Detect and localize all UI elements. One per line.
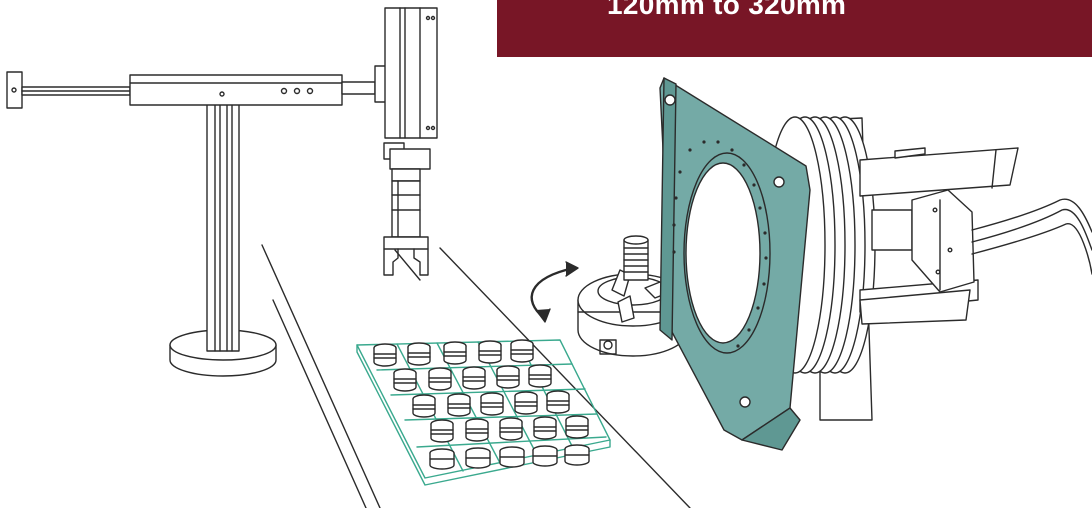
robot-arm xyxy=(6,65,408,109)
vertical-slide xyxy=(384,7,438,139)
tray-parts xyxy=(373,339,590,470)
banner-title: 120mm to 320mm xyxy=(607,0,847,20)
mounting-plate xyxy=(659,77,811,451)
actuator-housing xyxy=(764,116,1092,421)
robot-pedestal xyxy=(169,102,277,377)
header-banner: 120mm to 320mm xyxy=(497,0,1092,57)
robot-gripper xyxy=(383,142,431,276)
conveyor-rails xyxy=(261,244,691,508)
rotation-arrow-icon xyxy=(530,261,579,323)
